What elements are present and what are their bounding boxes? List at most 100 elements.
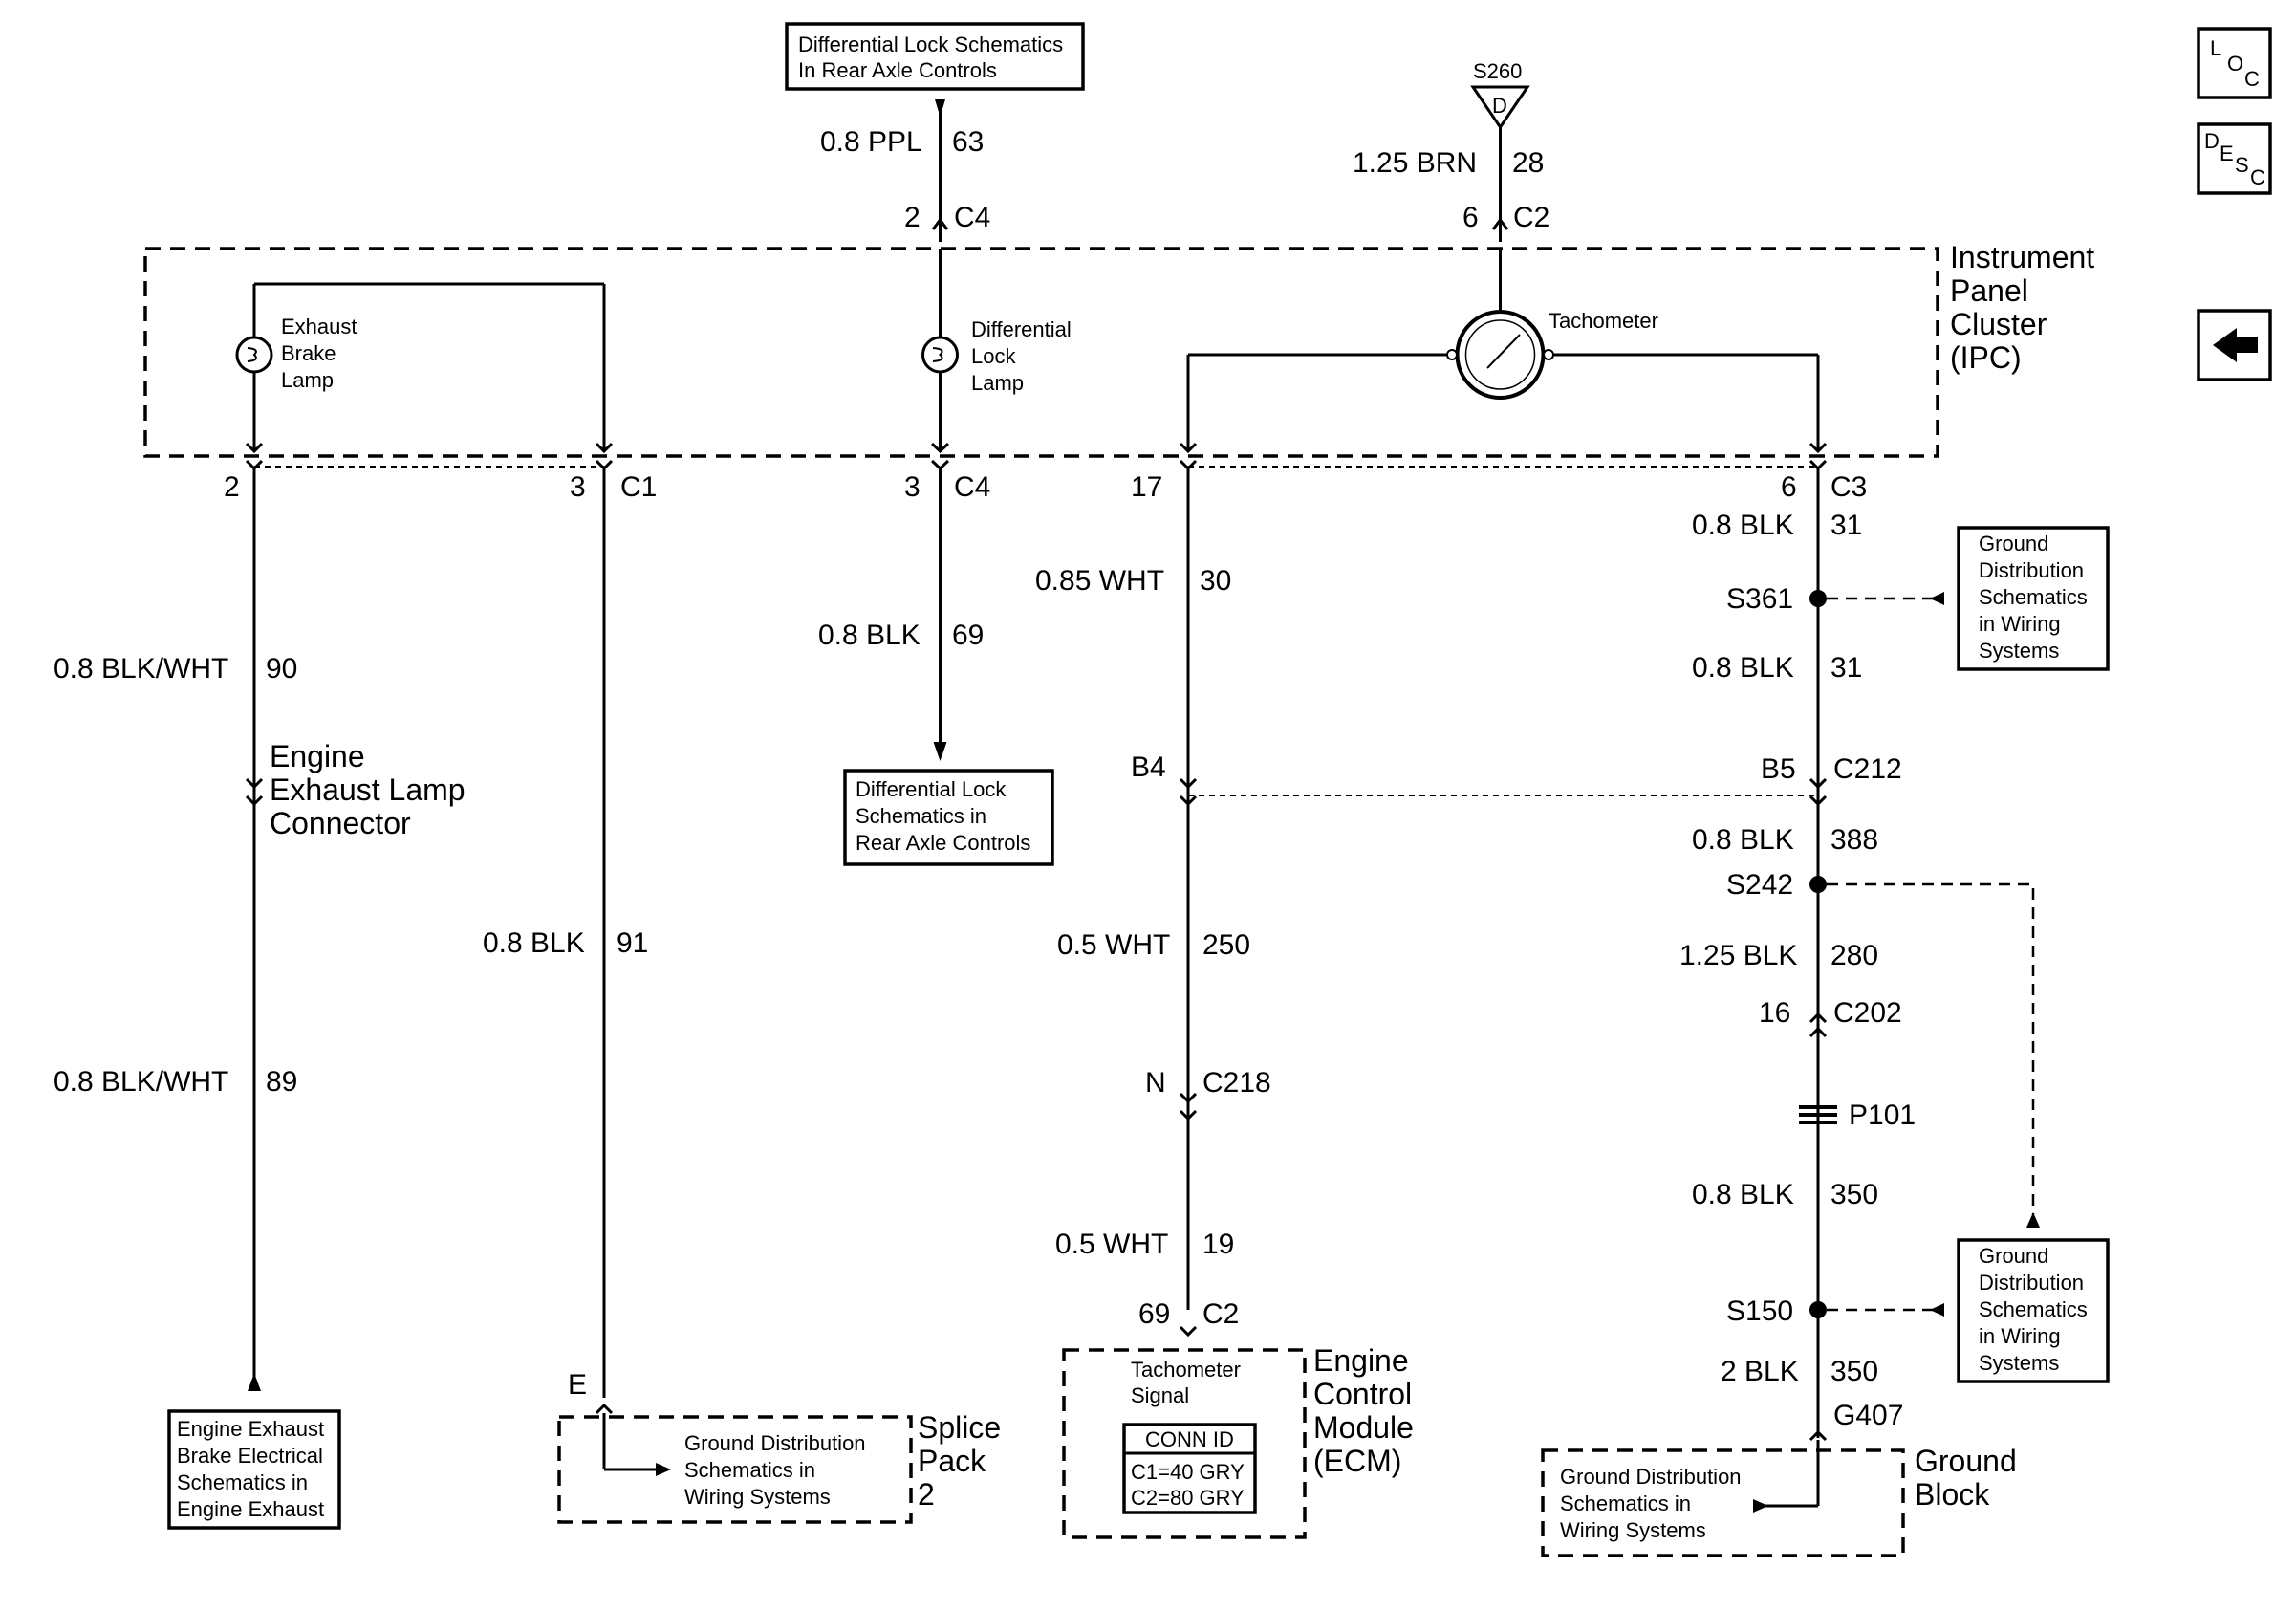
engine-exhaust-connector-icon (245, 777, 264, 807)
s260-splice-icon (1470, 85, 1530, 130)
c3-name: C3 (1830, 471, 1867, 503)
desc-letter-d: D (2204, 129, 2220, 153)
ground-block-ref-3: Wiring Systems (1560, 1518, 1706, 1542)
top-diff-ref-line2: In Rear Axle Controls (798, 58, 997, 82)
engine-exhaust-ref-4: Engine Exhaust (177, 1497, 324, 1521)
c212-name: C212 (1833, 753, 1902, 785)
ground-block-ref-1: Ground Distribution (1560, 1465, 1742, 1489)
ground-ref-1[interactable]: Ground Distribution Schematics in Wiring… (1957, 526, 2110, 671)
s150-ref-arrow-icon (1930, 1303, 1944, 1317)
loc-letter-c: C (2244, 67, 2260, 91)
ground-block-label-2: Block (1915, 1477, 1990, 1512)
ground-block-ref-2: Schematics in (1560, 1491, 1691, 1515)
engine-exhaust-ref[interactable]: Engine Exhaust Brake Electrical Schemati… (167, 1409, 341, 1530)
top-diff-lock-ref[interactable]: Differential Lock Schematics In Rear Axl… (785, 22, 1085, 91)
splice-pack-label-2: Pack (918, 1444, 986, 1478)
ipc-label-line4: (IPC) (1950, 340, 2022, 375)
ecm-label-4: (ECM) (1313, 1444, 1401, 1478)
wire-31b-gauge: 0.8 BLK (1692, 652, 1794, 684)
s150-splice-dot (1809, 1301, 1827, 1318)
wire-30-circuit: 30 (1200, 565, 1231, 597)
ground-ref-2[interactable]: Ground Distribution Schematics in Wiring… (1957, 1238, 2110, 1383)
conn-id-c1: C1=40 GRY (1131, 1460, 1245, 1484)
ground-ref-2-line5: Systems (1979, 1351, 2059, 1375)
ecm-c2-connector-icon (1179, 1325, 1198, 1338)
engine-exhaust-conn-label-3: Connector (270, 806, 411, 840)
c212-pin-b4: B4 (1131, 751, 1166, 783)
wire-30-gauge: 0.85 WHT (1035, 565, 1164, 597)
wire-91-circuit: 91 (617, 927, 648, 959)
ground-ref-1-line4: in Wiring (1979, 612, 2061, 636)
c202-name: C202 (1833, 997, 1902, 1029)
diff-lock-ref-1: Differential Lock (856, 777, 1007, 801)
diff-lock-ref-3: Rear Axle Controls (856, 831, 1030, 855)
splice-pack-label-3: 2 (918, 1477, 935, 1512)
c218-chevron-icon (1179, 1092, 1198, 1121)
wire-69-circuit: 69 (952, 620, 984, 651)
wire-19-circuit: 19 (1202, 1229, 1234, 1260)
wire-350b-gauge: 2 BLK (1721, 1356, 1799, 1387)
desc-letter-e: E (2220, 142, 2234, 165)
wire-31a-gauge: 0.8 BLK (1692, 510, 1794, 541)
back-arrow-button[interactable] (2197, 309, 2272, 381)
ground-ref-2-line1: Ground (1979, 1244, 2048, 1268)
c2-top-pin: 6 (1462, 202, 1479, 233)
ground-ref-2-line4: in Wiring (1979, 1324, 2061, 1348)
ipc-label-line3: Cluster (1950, 307, 2047, 341)
c4-pin-3: 3 (904, 471, 921, 503)
c202-chevron-icon (1809, 1012, 1828, 1038)
ground-ref-1-line3: Schematics (1979, 585, 2088, 609)
c212-pin-b5: B5 (1761, 753, 1796, 785)
splice-pack-label-1: Splice (918, 1410, 1001, 1445)
c4-name: C4 (954, 471, 990, 503)
c218-name: C218 (1202, 1067, 1271, 1099)
s260-label: S260 (1473, 59, 1522, 83)
wire-28-circuit: 28 (1512, 147, 1544, 179)
wire-19-gauge: 0.5 WHT (1055, 1229, 1168, 1260)
s242-label: S242 (1726, 869, 1793, 901)
diff-lock-ref-bottom[interactable]: Differential Lock Schematics in Rear Axl… (843, 769, 1054, 866)
c4-top-connector-icon (931, 217, 949, 230)
ecm-c2-name: C2 (1202, 1298, 1239, 1330)
c3-pin-17: 17 (1131, 471, 1162, 503)
loc-letter-o: O (2227, 52, 2243, 76)
wire-280-circuit: 280 (1830, 940, 1878, 971)
tachometer-gauge-icon (1455, 310, 1546, 400)
c212-b4-chevron-icon (1179, 777, 1198, 807)
c2-top-name: C2 (1513, 202, 1549, 233)
conn-id-table: CONN ID C1=40 GRY C2=80 GRY (1122, 1423, 1257, 1514)
ecm-c2-pin-69: 69 (1138, 1298, 1170, 1330)
ipc-label-line1: Instrument (1950, 240, 2094, 274)
splice-ref-3: Wiring Systems (684, 1485, 831, 1509)
wire-250-gauge: 0.5 WHT (1057, 929, 1170, 961)
loc-letter-l: L (2210, 36, 2221, 60)
engine-exhaust-ref-2: Brake Electrical (177, 1444, 323, 1468)
wire-350b-circuit: 350 (1830, 1356, 1878, 1387)
c218-pin-n: N (1145, 1067, 1166, 1099)
c4-top-name: C4 (954, 202, 990, 233)
wire-350a-circuit: 350 (1830, 1179, 1878, 1210)
wire-91-gauge: 0.8 BLK (483, 927, 585, 959)
wire-250-circuit: 250 (1202, 929, 1250, 961)
wire-90-gauge: 0.8 BLK/WHT (54, 653, 228, 685)
splice-pin-connector-icon (595, 1403, 614, 1415)
wire-89-gauge: 0.8 BLK/WHT (54, 1066, 228, 1098)
tach-terminal-right (1543, 349, 1554, 360)
wire-388-gauge: 0.8 BLK (1692, 824, 1794, 856)
conn-id-header: CONN ID (1145, 1427, 1234, 1451)
ground-block-box (1541, 1448, 1905, 1557)
conn-id-c2: C2=80 GRY (1131, 1486, 1245, 1510)
desc-button[interactable]: D E S C (2197, 122, 2272, 195)
splice-pin-e: E (568, 1369, 587, 1401)
wire-89-circuit: 89 (266, 1066, 297, 1098)
s242-splice-dot (1809, 876, 1827, 893)
exhaust-lamp-label-1: Exhaust (281, 315, 357, 338)
diff-lamp-filament-icon (932, 347, 943, 362)
loc-button[interactable]: L O C (2197, 27, 2272, 99)
exhaust-lamp-label-2: Brake (281, 341, 336, 365)
s361-ref-arrow-icon (1930, 592, 1944, 605)
ground-ref-1-line2: Distribution (1979, 558, 2084, 582)
ground-ref-1-line5: Systems (1979, 639, 2059, 663)
p101-passthrough-icon (1799, 1105, 1837, 1124)
